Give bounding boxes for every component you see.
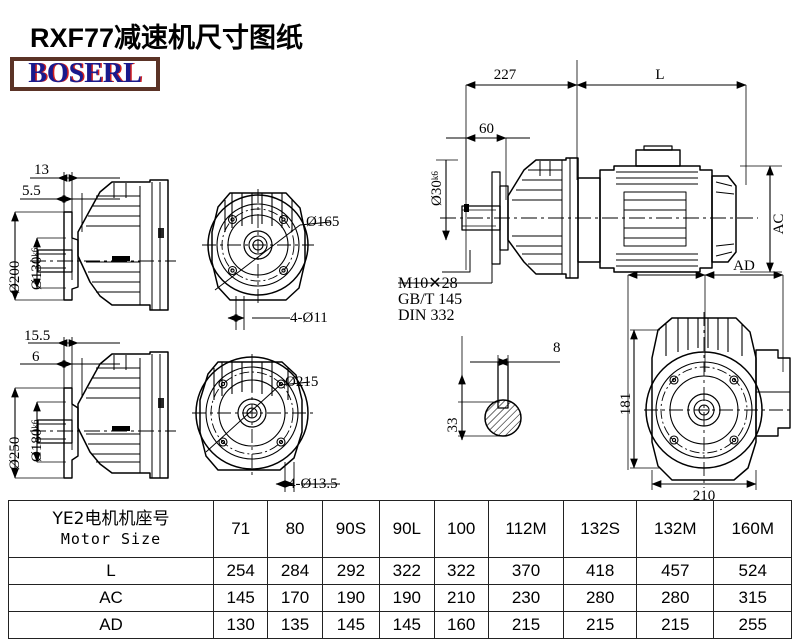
table-col-header: 132S [563,500,638,558]
table-row-label: L [8,557,214,585]
table-cell: 135 [267,611,323,639]
dim-AD: AD [733,258,755,274]
table-cell: 254 [212,557,269,585]
motor-size-table: YE2电机机座号 Motor Size 71 80 90S 90L 100 11… [8,500,792,639]
dim-d250: Ø250 [7,437,23,470]
table-cell: 145 [379,611,435,639]
dim-AC: AC [771,214,787,235]
dim-227: 227 [494,67,517,83]
table-header-en: Motor Size [60,530,162,549]
right-end-view [627,271,791,490]
dim-d30k6: Ø30k6 [429,171,445,206]
table-col-header: 100 [433,500,489,558]
note-din: DIN 332 [398,307,454,324]
table-header-label: YE2电机机座号 Motor Size [8,500,214,558]
table-row: L 254 284 292 322 322 370 418 457 524 [8,557,792,585]
table-cell: 160 [433,611,489,639]
table-cell: 457 [636,557,715,585]
dim-d215: Ø215 [285,374,318,390]
note-thread: M10✕28 [398,275,458,292]
table-row-label: AD [8,611,214,639]
top-flange-face-view [202,189,331,330]
dim-5-5: 5.5 [22,183,41,199]
note-gb: GB/T 145 [398,291,462,308]
dim-15-5: 15.5 [24,328,50,344]
table-cell: 315 [713,584,792,612]
table-cell: 280 [563,584,638,612]
table-col-header: 132M [636,500,715,558]
table-cell: 215 [563,611,638,639]
table-cell: 210 [433,584,489,612]
brand-logo-text: BOSERL [28,58,142,89]
dim-d180: Ø180k6 [29,419,45,462]
table-cell: 418 [563,557,638,585]
dim-210: 210 [693,488,716,500]
dim-L: L [655,67,664,83]
bottom-left-side-view [11,337,176,479]
table-cell: 190 [379,584,435,612]
dim-d130: Ø130k6 [29,247,45,290]
dim-181: 181 [618,393,634,416]
table-cell: 145 [321,611,381,639]
table-cell: 292 [321,557,381,585]
table-col-header: 90L [379,500,435,558]
table-cell: 130 [212,611,269,639]
table-cell: 215 [636,611,715,639]
table-cell: 284 [267,557,323,585]
table-col-header: 90S [321,500,381,558]
dim-4xd13-5: 4-Ø13.5 [288,476,338,492]
table-col-header: 160M [713,500,792,558]
table-header-cn: YE2电机机座号 [52,509,170,529]
table-cell: 170 [267,584,323,612]
table-cell: 145 [212,584,269,612]
dim-8: 8 [553,340,561,356]
table-cell: 370 [487,557,565,585]
dim-6: 6 [32,349,40,365]
table-cell: 190 [321,584,381,612]
table-cell: 322 [379,557,435,585]
table-row: AD 130 135 145 145 160 215 215 215 255 [8,611,792,639]
top-left-side-view [11,172,176,311]
table-cell: 230 [487,584,565,612]
table-col-header: 80 [267,500,323,558]
dim-4xd11: 4-Ø11 [290,310,328,326]
table-cell: 280 [636,584,715,612]
bottom-flange-face-view [192,354,340,492]
table-cell: 322 [433,557,489,585]
brand-logo: BOSERL [10,57,160,91]
table-cell: 255 [713,611,792,639]
table-col-header: 112M [487,500,565,558]
table-cell: 215 [487,611,565,639]
dim-13: 13 [34,162,49,178]
main-assembly-view [398,60,782,284]
technical-drawing: 13 5.5 Ø200 Ø130k6 Ø165 4-Ø11 15.5 6 Ø25… [7,60,791,504]
dim-33: 33 [445,418,461,433]
page-title: RXF77减速机尺寸图纸 [30,23,304,53]
table-header-row: YE2电机机座号 Motor Size 71 80 90S 90L 100 11… [8,500,792,558]
dim-d165: Ø165 [306,214,339,230]
table-col-header: 71 [212,500,269,558]
dim-d200: Ø200 [7,261,23,294]
table-row-label: AC [8,584,214,612]
table-cell: 524 [713,557,792,585]
dim-60: 60 [479,121,494,137]
keyway-detail-view [458,336,560,441]
table-row: AC 145 170 190 190 210 230 280 280 315 [8,584,792,612]
